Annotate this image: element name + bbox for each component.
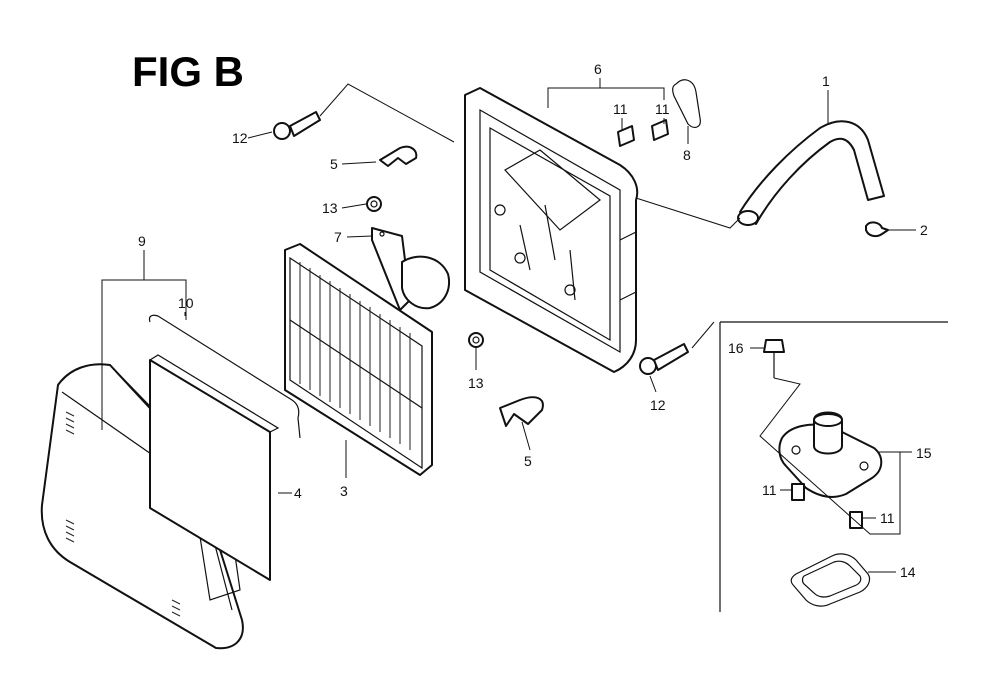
callout-13-upper: 13 (322, 200, 338, 216)
breather-cover-plate (778, 411, 883, 498)
callout-5-lower: 5 (524, 453, 532, 469)
foam-pre-filter (149, 354, 280, 581)
inset-pin-left (791, 483, 805, 501)
callout-7: 7 (334, 229, 342, 245)
callout-6: 6 (594, 61, 602, 77)
callout-10: 10 (178, 295, 194, 311)
callout-5-upper: 5 (330, 156, 338, 172)
callout-3: 3 (340, 483, 348, 499)
figure-title: FIG B (132, 48, 244, 95)
breather-gasket (790, 553, 871, 607)
choke-bracket (371, 227, 450, 311)
callout-4: 4 (294, 485, 302, 501)
callout-13-lower: 13 (468, 375, 484, 391)
dowel-pins-top (617, 119, 669, 147)
bolt-upper (273, 111, 321, 140)
leader-lines (101, 78, 916, 573)
case-clip-lower (499, 396, 544, 427)
callout-labels: 1 2 3 4 5 5 6 7 8 9 10 11 11 11 11 12 12… (138, 61, 932, 580)
callout-14: 14 (900, 564, 916, 580)
callout-1: 1 (822, 73, 830, 89)
callout-15: 15 (916, 445, 932, 461)
callout-16: 16 (728, 340, 744, 356)
callout-9: 9 (138, 233, 146, 249)
inset-bolt (763, 339, 785, 378)
case-clip-upper (379, 145, 418, 167)
nut-lower (468, 332, 484, 348)
tube-clip (865, 221, 889, 238)
callout-11-inset-left: 11 (762, 482, 777, 498)
breather-tube (737, 120, 885, 226)
paper-filter-element (284, 243, 433, 476)
o-ring (672, 79, 701, 128)
callout-12-lower: 12 (650, 397, 666, 413)
callout-11-top-right: 11 (655, 101, 670, 117)
air-cleaner-case (464, 87, 639, 373)
inset-frame (719, 321, 948, 612)
callout-2: 2 (920, 222, 928, 238)
filter-seal (148, 314, 301, 439)
callout-11-top-left: 11 (613, 101, 628, 117)
callout-12-upper: 12 (232, 130, 248, 146)
bolt-lower (639, 343, 689, 375)
callout-11-inset-right: 11 (880, 510, 895, 526)
nut-upper (366, 196, 382, 212)
callout-8: 8 (683, 147, 691, 163)
